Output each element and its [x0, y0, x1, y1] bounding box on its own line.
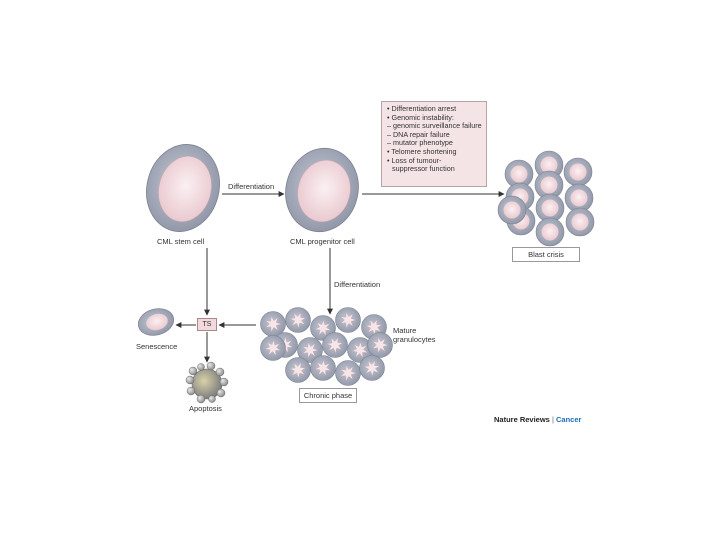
mature-granulocytes-label-2: granulocytes	[393, 335, 436, 344]
blast-cell-cluster	[497, 150, 595, 247]
mature-granulocytes-label-1: Mature	[393, 326, 417, 335]
factor-item: • Loss of tumour-	[387, 155, 442, 165]
factor-item: • Differentiation arrest	[387, 104, 457, 113]
progenitor-cell-label: CML progenitor cell	[290, 237, 355, 246]
granulocyte-cell	[322, 332, 348, 358]
granulocyte-cell	[359, 355, 385, 381]
factor-item: • Telomere shortening	[387, 146, 457, 156]
blast-cell	[535, 193, 565, 223]
blast-crisis-factors-box: • Differentiation arrest • Genomic insta…	[381, 101, 487, 187]
stem-cell-shape	[146, 144, 220, 232]
blast-cell	[565, 207, 595, 237]
senescence-cell-shape	[137, 308, 175, 336]
granulocyte-cell	[260, 335, 286, 361]
ts-box: TS	[197, 318, 217, 331]
credit-journal: Cancer	[555, 415, 582, 424]
blast-cell	[564, 183, 594, 213]
stem-cell-label: CML stem cell	[157, 237, 205, 246]
differentiation-top-label: Differentiation	[228, 182, 275, 191]
chronic-phase-box: Chronic phase	[299, 388, 357, 403]
blast-cell	[497, 195, 527, 225]
credit-separator: |	[549, 415, 556, 424]
factor-item: – DNA repair failure	[387, 129, 450, 139]
factor-item: – genomic surveillance failure	[387, 121, 482, 131]
blast-cell	[534, 150, 564, 180]
differentiation-down-label: Differentiation	[334, 280, 381, 289]
credit-brand: Nature Reviews	[494, 415, 550, 424]
apoptosis-label: Apoptosis	[189, 404, 222, 413]
granulocyte-cell	[285, 307, 311, 333]
progenitor-cell-shape	[285, 147, 359, 233]
blast-cell	[535, 217, 565, 247]
granulocyte-cell	[297, 337, 323, 363]
blast-crisis-box: Blast crisis	[512, 247, 580, 262]
factor-item: suppressor function	[392, 164, 455, 174]
blast-cell	[534, 170, 564, 200]
senescence-label: Senescence	[136, 342, 178, 351]
granulocyte-cell	[335, 360, 361, 386]
factor-item: • Genomic instability:	[387, 112, 454, 122]
factor-item: – mutator phenotype	[387, 138, 453, 148]
journal-credit: Nature Reviews | Cancer	[494, 415, 581, 424]
blast-cell	[563, 157, 593, 187]
granulocyte-cell	[347, 337, 373, 363]
blast-cell	[504, 159, 534, 189]
granulocyte-cell	[285, 357, 311, 383]
granulocyte-cell	[335, 307, 361, 333]
granulocyte-cell	[310, 355, 336, 381]
apoptosis-cell-shape	[185, 361, 229, 404]
granulocyte-cluster	[260, 307, 393, 386]
granulocyte-cell	[367, 332, 393, 358]
granulocyte-cell	[260, 311, 286, 337]
